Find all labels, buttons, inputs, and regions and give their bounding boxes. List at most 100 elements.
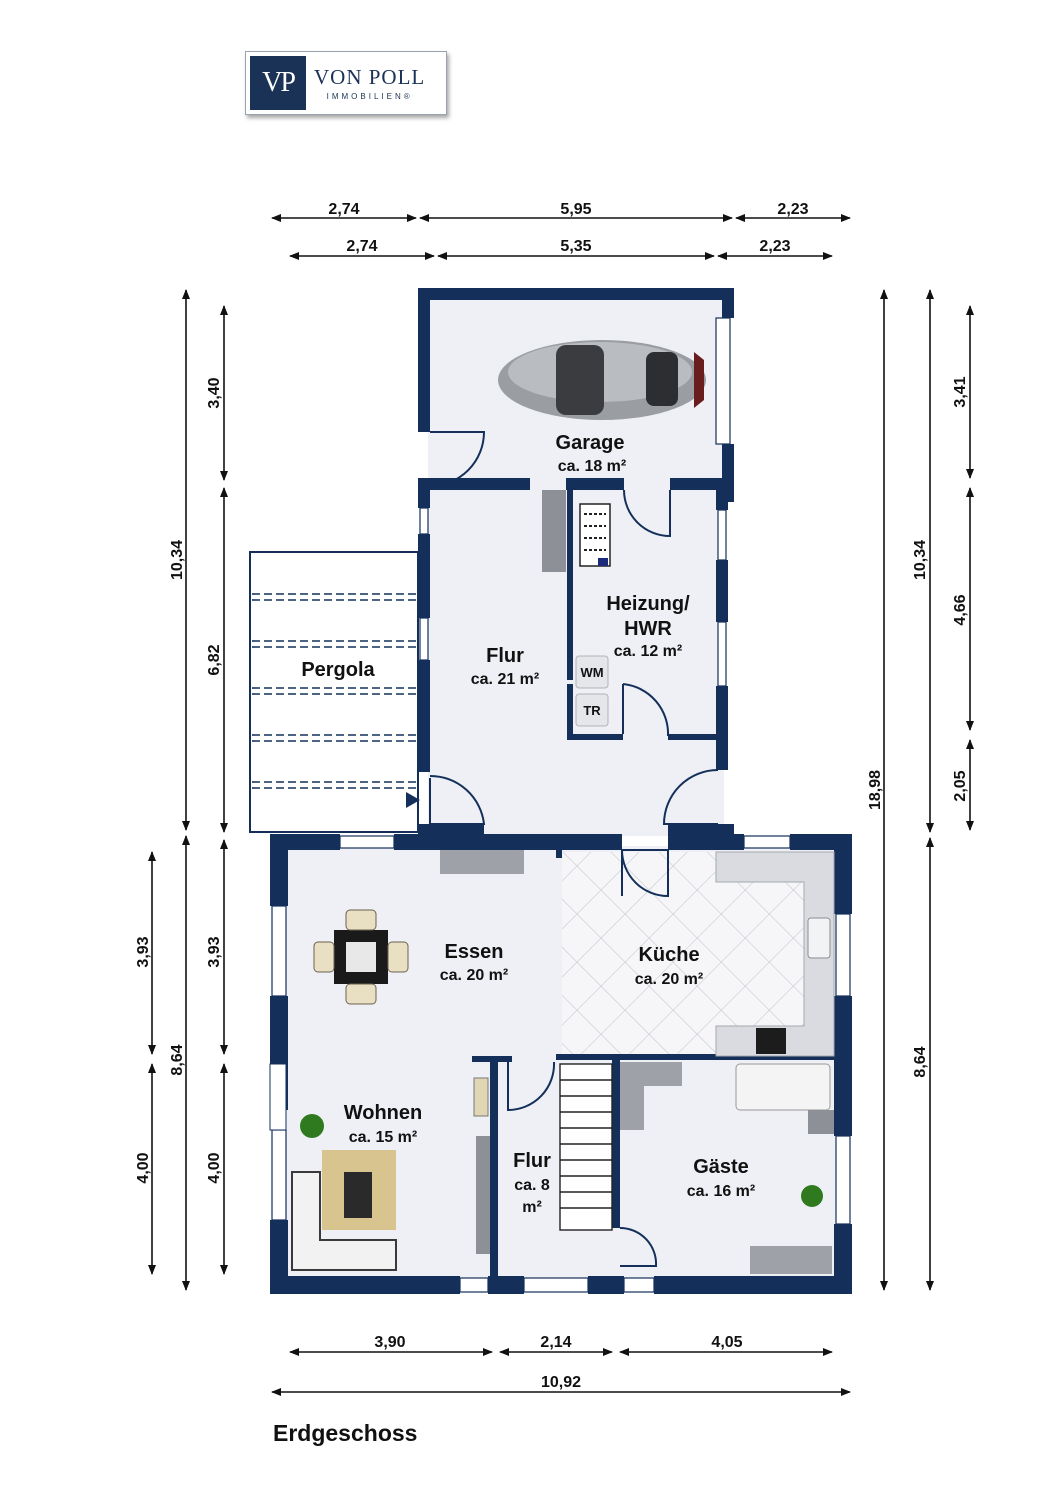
garage-area: ca. 18 m² xyxy=(558,458,626,475)
car-icon xyxy=(498,340,706,420)
sideboard xyxy=(440,850,524,874)
wohnen-area: ca. 15 m² xyxy=(349,1129,417,1146)
window xyxy=(271,905,287,997)
essen-area: ca. 20 m² xyxy=(440,967,508,984)
gaeste-area: ca. 16 m² xyxy=(687,1183,755,1200)
wall-logo xyxy=(269,1063,287,1131)
garage-gate xyxy=(715,317,731,445)
doors xyxy=(429,431,719,1267)
window xyxy=(523,1277,589,1293)
dim-top-1a: 2,74 xyxy=(328,201,359,218)
flur-top-area: ca. 21 m² xyxy=(471,671,539,688)
essen-label: Essen xyxy=(445,941,504,963)
staircase xyxy=(559,1063,613,1231)
heizung-label-1: Heizung/ xyxy=(606,593,690,615)
dim-bottom-3: 4,05 xyxy=(711,1334,742,1351)
door-garage-side xyxy=(429,431,486,487)
pergola-beams xyxy=(252,593,416,789)
dim-left-inner-3: 3,93 xyxy=(206,936,223,967)
dim-top-2b: 5,35 xyxy=(560,238,591,255)
window xyxy=(835,913,851,997)
wm-label: WM xyxy=(580,665,603,680)
dim-top-1c: 2,23 xyxy=(777,201,808,218)
dim-top-2a: 2,74 xyxy=(346,238,377,255)
flur-bottom-area-1: ca. 8 xyxy=(514,1177,550,1194)
dim-bottom-1: 3,90 xyxy=(374,1334,405,1351)
door-heizung xyxy=(622,683,670,737)
gaeste-label: Gäste xyxy=(693,1156,749,1178)
flur-bottom-area-2: m² xyxy=(522,1199,542,1216)
coffee-table xyxy=(344,1172,372,1218)
window xyxy=(419,617,429,661)
dim-left-outer-2: 8,64 xyxy=(169,1044,186,1075)
dim-right-outer-1: 3,41 xyxy=(952,376,969,407)
dimension-labels: 2,74 5,95 2,23 2,74 5,35 2,23 10,34 8,64… xyxy=(135,201,969,1391)
door-flur-right xyxy=(662,769,719,825)
kueche-area: ca. 20 m² xyxy=(635,971,703,988)
flur-bottom-label: Flur xyxy=(513,1150,551,1172)
door-garage-flur xyxy=(623,489,671,538)
wohnen-label: Wohnen xyxy=(344,1102,423,1124)
dim-left-outer-1: 10,34 xyxy=(169,540,186,580)
von-poll-logo: VP VON POLL IMMOBILIEN® xyxy=(245,51,447,115)
sofa-icon xyxy=(291,1171,397,1271)
room-labels: Garage ca. 18 m² Flur ca. 21 m² Heizung/… xyxy=(301,432,755,1216)
cooktop-icon xyxy=(756,1028,786,1054)
tr-label: TR xyxy=(583,703,601,718)
heizung-area: ca. 12 m² xyxy=(614,643,682,660)
floor-title: Erdgeschoss xyxy=(273,1420,418,1446)
pergola-label: Pergola xyxy=(301,659,375,681)
window xyxy=(459,1277,489,1293)
dimension-lines xyxy=(148,214,974,1396)
dim-bottom-2: 2,14 xyxy=(540,1334,571,1351)
window xyxy=(717,621,727,687)
window xyxy=(419,507,429,535)
wardrobe xyxy=(750,1246,832,1274)
door-flur-small xyxy=(507,1060,556,1112)
dryer-icon xyxy=(575,693,609,727)
logo-name: VON POLL xyxy=(314,65,426,89)
washer-icon xyxy=(575,655,609,689)
sink-icon xyxy=(807,917,831,959)
dim-top-2c: 2,23 xyxy=(759,238,790,255)
garage-label: Garage xyxy=(556,432,625,454)
kueche-label: Küche xyxy=(638,944,699,966)
dim-left-inner-2: 6,82 xyxy=(206,644,223,675)
fireplace-icon xyxy=(473,1077,489,1117)
dim-left-far-1: 3,93 xyxy=(135,936,152,967)
dim-left-far-2: 4,00 xyxy=(135,1152,152,1183)
door-gaeste xyxy=(619,1226,658,1267)
entrance-arrow-icon xyxy=(406,792,420,808)
shelf xyxy=(542,490,566,572)
kitchen-counter xyxy=(715,851,835,1057)
dim-right-mid: 8,64 xyxy=(912,1046,929,1077)
window xyxy=(623,1277,655,1293)
window xyxy=(743,835,791,849)
tv-unit xyxy=(476,1136,490,1254)
dim-left-inner-4: 4,00 xyxy=(206,1152,223,1183)
logo-wordmark: VON POLL IMMOBILIEN® xyxy=(314,65,425,101)
gaeste-shelf xyxy=(620,1062,682,1086)
dim-right-outer-3: 2,05 xyxy=(952,770,969,801)
dim-left-inner-1: 3,40 xyxy=(206,377,223,408)
room-floors xyxy=(249,298,842,1282)
plant-icon xyxy=(801,1185,823,1207)
window xyxy=(339,835,395,849)
bed-icon xyxy=(735,1063,831,1111)
logo-subtitle: IMMOBILIEN® xyxy=(326,92,413,101)
dim-top-1b: 5,95 xyxy=(560,201,591,218)
door-pergola xyxy=(429,774,486,825)
pergola-floor xyxy=(249,551,419,833)
window xyxy=(271,1129,287,1221)
windows xyxy=(271,317,851,1293)
kueche-tiles xyxy=(562,852,834,1056)
window xyxy=(835,1135,851,1225)
dining-table-icon xyxy=(313,909,409,1005)
boiler-icon xyxy=(579,503,611,567)
dim-right-total: 18,98 xyxy=(867,770,884,810)
dim-right-inner-1: 10,34 xyxy=(912,540,929,580)
window xyxy=(717,509,727,561)
flur-top-label: Flur xyxy=(486,645,524,667)
logo-mark: VP xyxy=(250,56,306,110)
